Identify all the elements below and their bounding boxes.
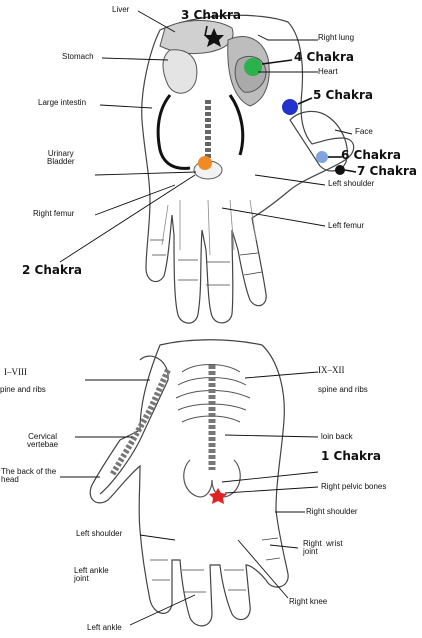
chakra4-marker <box>244 58 262 76</box>
label-chakra-2: 2 Chakra <box>22 263 82 277</box>
label-stomach: Stomach <box>62 53 94 61</box>
label-chakra-4: 4 Chakra <box>294 50 354 64</box>
chakra6-marker <box>316 151 328 163</box>
bottom-thumb-outline <box>100 356 168 494</box>
label-spine-left: pine and ribs <box>0 386 46 394</box>
bottom-skeleton <box>112 365 250 497</box>
label-left-shoulder-top: Left shoulder <box>328 180 374 188</box>
label-chakra-6: 6 Chakra <box>341 148 401 162</box>
label-chakra-1: 1 Chakra <box>321 449 381 463</box>
label-right-knee: Right knee <box>289 598 327 606</box>
label-left-ankle: Left ankle <box>87 624 122 632</box>
label-chakra-5: 5 Chakra <box>313 88 373 102</box>
label-right-shoulder: Right shoulder <box>306 508 358 516</box>
bottom-hand-outline <box>90 340 288 626</box>
label-right-femur: Right femur <box>33 210 74 218</box>
chakra5-marker <box>282 99 298 115</box>
label-spine-right-num: IX–XII <box>318 366 345 375</box>
chakra7-marker <box>335 165 345 175</box>
label-heart: Heart <box>318 68 338 76</box>
chakra1-marker <box>209 488 227 504</box>
label-liver: Liver <box>112 6 129 14</box>
label-cervical: Cervical vertebae <box>27 433 58 450</box>
label-loin-back: loin back <box>321 433 353 441</box>
label-right-pelvic-bones: Right pelvic bones <box>321 483 386 491</box>
label-large-intestine: Large intestin <box>38 99 86 107</box>
label-left-femur: Left femur <box>328 222 364 230</box>
stomach-shape <box>163 50 197 93</box>
pelvis <box>184 460 241 497</box>
label-chakra-7: 7 Chakra <box>357 164 417 178</box>
liver-shape <box>160 21 233 54</box>
chakra2-marker <box>198 156 212 170</box>
top-organs <box>158 21 269 180</box>
label-urinary-bladder: Urinary Bladder <box>47 150 75 167</box>
label-right-lung: Right lung <box>318 34 354 42</box>
label-left-ankle-joint: Left ankle joint <box>74 567 109 584</box>
label-left-shoulder-bottom: Left shoulder <box>76 530 122 538</box>
label-face: Face <box>355 128 373 136</box>
label-chakra-3: 3 Chakra <box>181 8 241 22</box>
large-intestine-path <box>158 95 243 168</box>
label-spine-left-num: I–VIII <box>4 368 27 377</box>
label-right-wrist-joint: Right wrist joint <box>303 540 343 557</box>
top-thumb-outline <box>290 111 347 171</box>
bottom-chakra-markers <box>209 488 227 504</box>
label-spine-right: spine and ribs <box>318 386 368 394</box>
bottom-hand-drawing <box>90 340 288 626</box>
label-back-of-head: The back of the head <box>1 468 56 485</box>
